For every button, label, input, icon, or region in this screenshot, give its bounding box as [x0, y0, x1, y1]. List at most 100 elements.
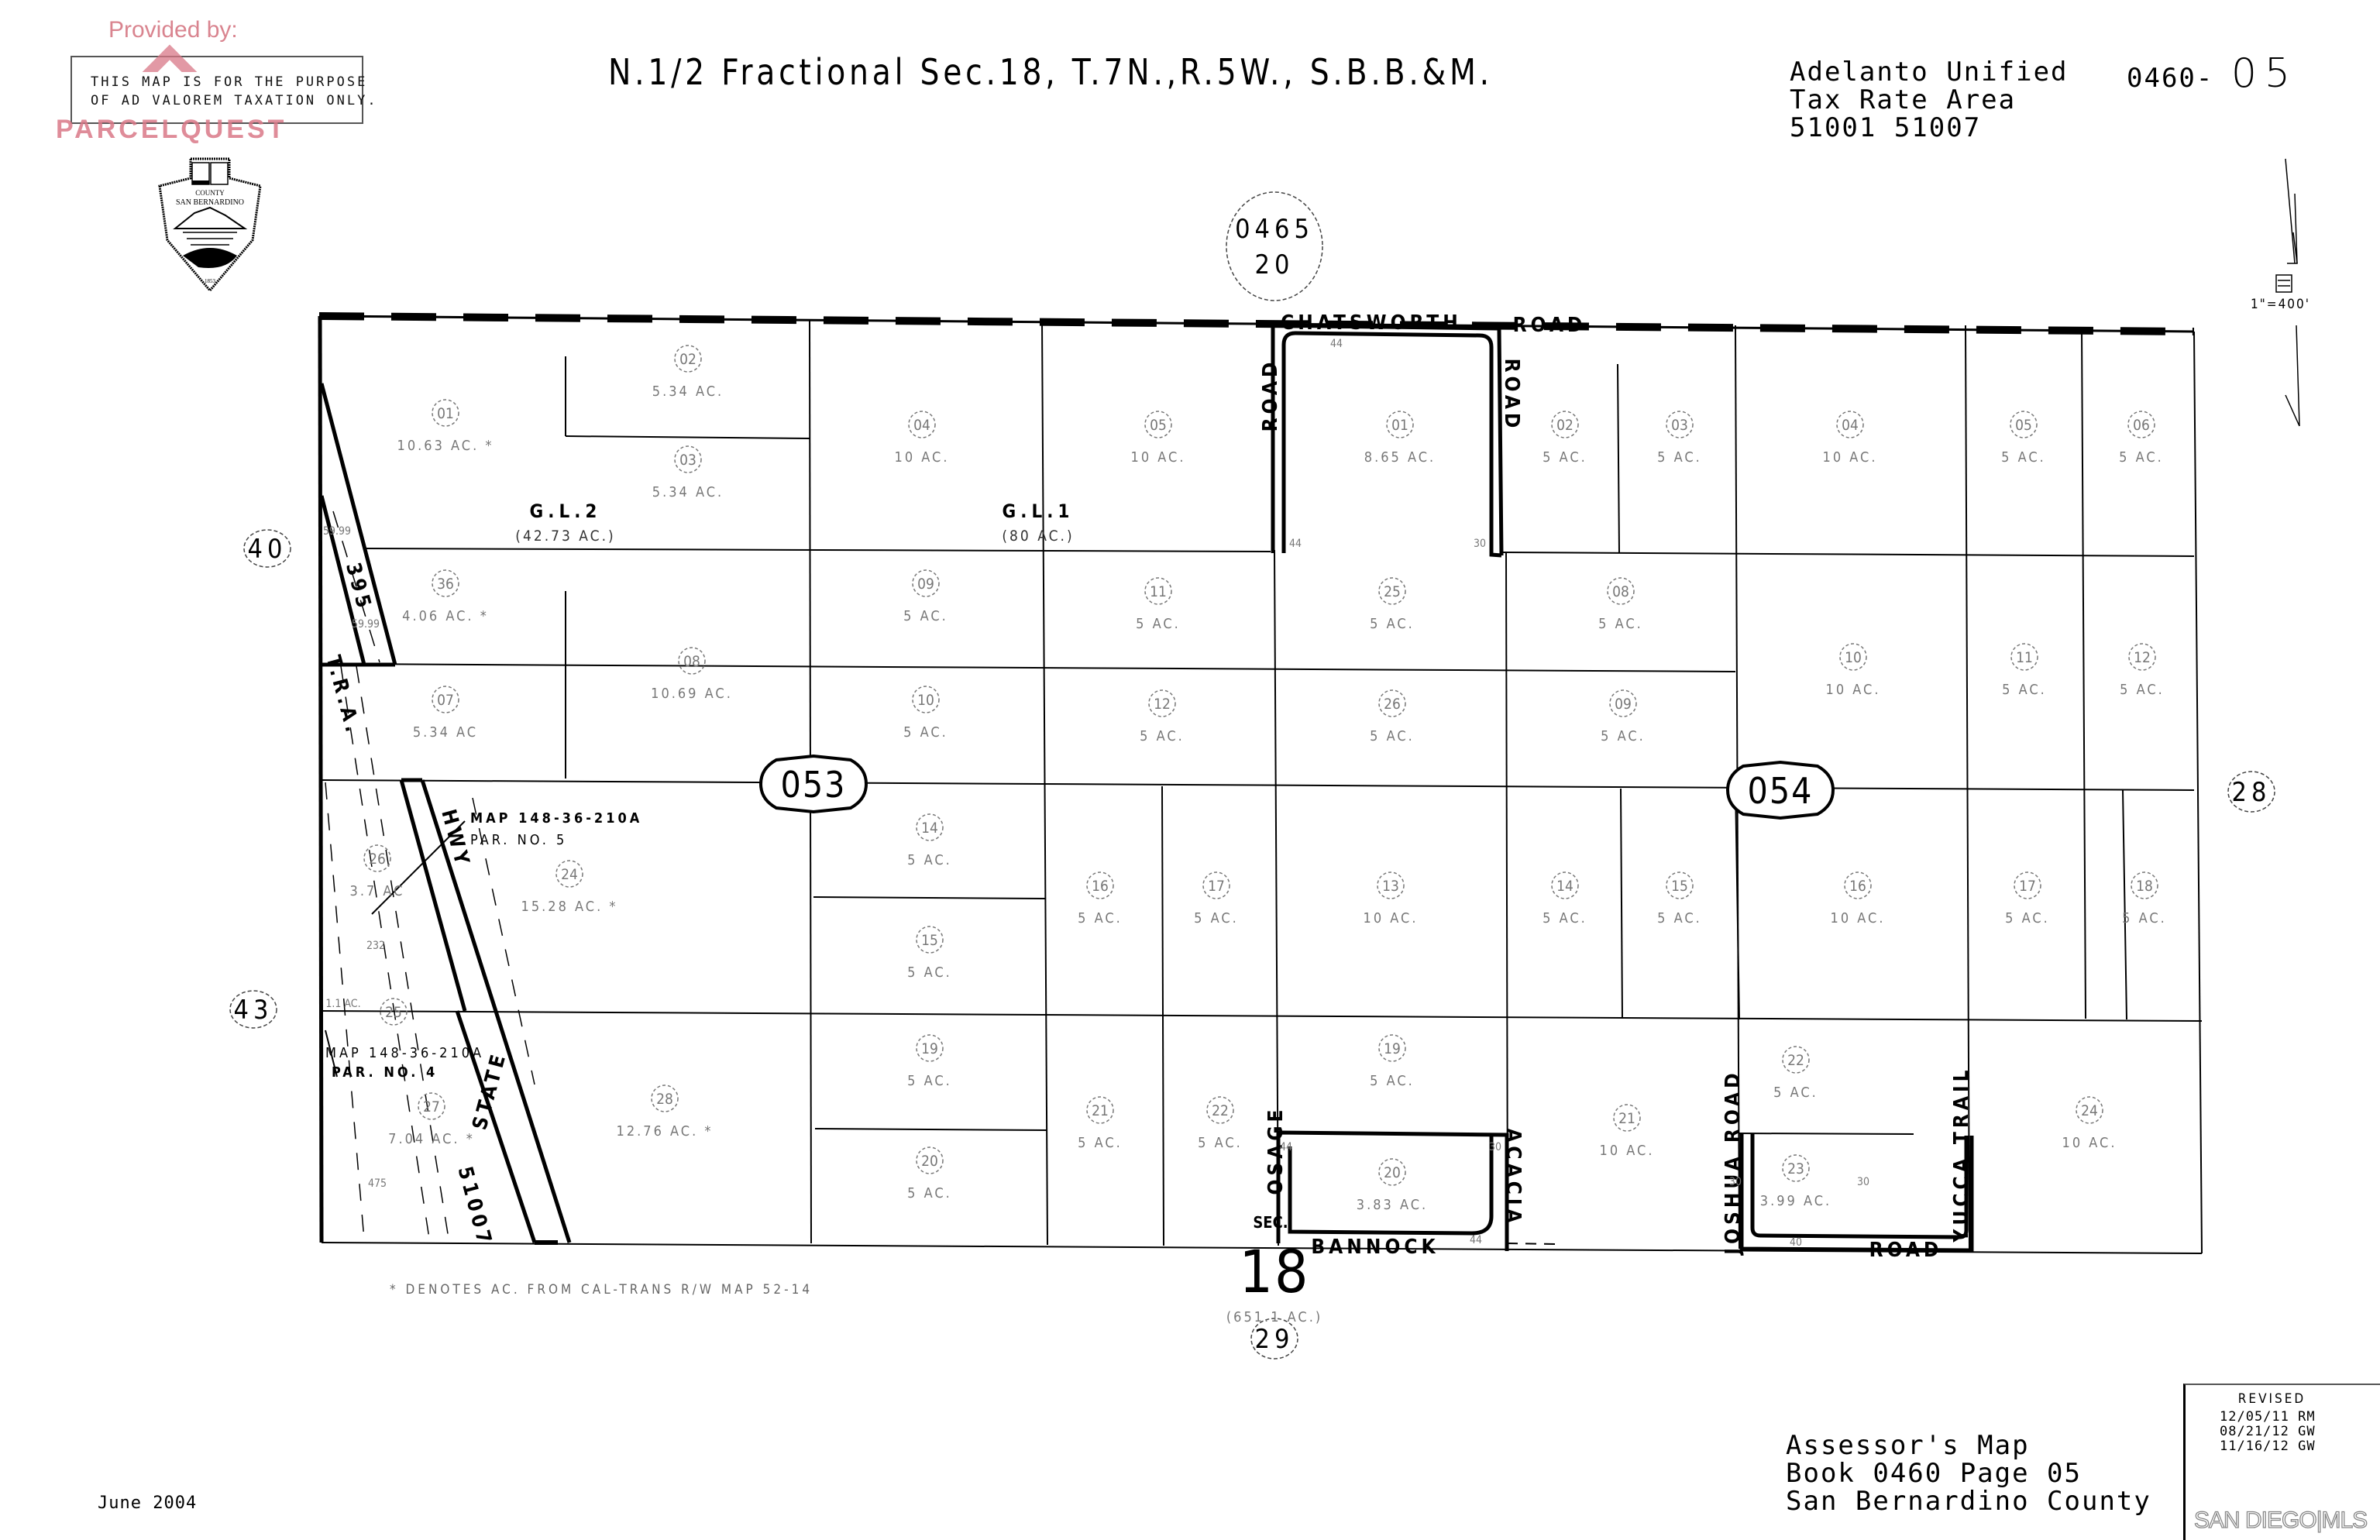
dimension-value: 44: [1289, 538, 1302, 550]
parcel[interactable]: 115 AC.: [1136, 577, 1181, 632]
parcel[interactable]: 025.34 AC.: [652, 345, 724, 400]
parcel[interactable]: 075.34 AC: [413, 686, 478, 741]
svg-text:COUNTY: COUNTY: [195, 189, 225, 197]
parcel[interactable]: 175 AC.: [2005, 871, 2050, 926]
parcel[interactable]: 105 AC.: [903, 686, 948, 741]
parcel-acreage: 10.63 AC. *: [397, 438, 494, 454]
parcel[interactable]: 263.7 AC: [350, 844, 405, 899]
parcel-number-circle-icon: [1782, 1154, 1810, 1182]
road-name: ROAD: [1500, 359, 1523, 432]
parcel[interactable]: 145 AC.: [1543, 871, 1587, 926]
parcel-acreage: 5 AC.: [2001, 449, 2046, 466]
parcel-number-circle-icon: [1551, 871, 1579, 899]
dimension-value: 40: [1790, 1236, 1802, 1249]
parcel-acreage: 5 AC.: [2120, 682, 2165, 698]
parcel[interactable]: 25: [380, 998, 408, 1026]
parcel-number-circle-icon: [1086, 871, 1114, 899]
parcel[interactable]: 125 AC.: [2120, 643, 2165, 698]
parcel[interactable]: 155 AC.: [907, 926, 952, 981]
parcel-acreage: 5 AC.: [1773, 1085, 1818, 1101]
road-name: 51007: [452, 1164, 497, 1250]
parcel-number: 02: [1556, 417, 1573, 434]
parcel[interactable]: 035.34 AC.: [652, 445, 724, 500]
parcel-number-circle-icon: [2010, 411, 2038, 438]
parcel-number-circle-icon: [555, 860, 583, 888]
svg-text:SAN BERNARDINO: SAN BERNARDINO: [176, 198, 244, 207]
dimension-value: 232: [366, 940, 385, 952]
parcel[interactable]: 215 AC.: [1078, 1096, 1123, 1151]
map-date: June 2004: [98, 1494, 198, 1513]
parcel-number: 19: [921, 1040, 938, 1057]
map-reference-note: PAR. NO. 5: [470, 832, 567, 848]
parcel[interactable]: 233.99 AC.: [1760, 1154, 1831, 1209]
government-lot-labels: G.L.2(42.73 AC.)G.L.1(80 AC.): [515, 500, 1071, 545]
parcel[interactable]: 277.04 AC. *: [388, 1092, 475, 1147]
parcel[interactable]: 225 AC.: [1198, 1096, 1243, 1151]
adjacent-ref-label: 43: [234, 995, 273, 1026]
parcel[interactable]: 025 AC.: [1543, 411, 1587, 466]
parcel[interactable]: 125 AC.: [1140, 689, 1185, 744]
parcel-acreage: 10.69 AC.: [651, 686, 733, 702]
parcel-number-circle-icon: [1839, 643, 1867, 671]
parcel-number-circle-icon: [2127, 411, 2155, 438]
parcel-number-circle-icon: [674, 345, 702, 373]
adjacent-ref-label: 0465: [1235, 214, 1314, 245]
parcel[interactable]: 145 AC.: [907, 813, 952, 868]
parcel-number-circle-icon: [912, 569, 940, 597]
parcel[interactable]: 155 AC.: [1657, 871, 1702, 926]
parcel[interactable]: 205 AC.: [907, 1146, 952, 1201]
parcel-number-circle-icon: [2128, 643, 2156, 671]
section-label: SEC.18(651.1 AC.): [1226, 1213, 1322, 1325]
parcel-number-circle-icon: [916, 1034, 944, 1062]
adjacent-ref: 43: [229, 990, 277, 1029]
dimension-value: 44: [1330, 338, 1343, 350]
parcel[interactable]: 065 AC.: [2119, 411, 2164, 466]
parcel[interactable]: 085 AC.: [1598, 577, 1643, 632]
road-name: ROAD: [1869, 1239, 1943, 1262]
parcel[interactable]: 018.65 AC.: [1364, 411, 1436, 466]
parcel-number-circle-icon: [912, 686, 940, 713]
section-area: (651.1 AC.): [1226, 1309, 1322, 1325]
parcel[interactable]: 203.83 AC.: [1357, 1158, 1428, 1213]
tax-rate-area: Adelanto Unified Tax Rate Area 51001 510…: [1790, 57, 2069, 143]
parcel-number-circle-icon: [1844, 871, 1872, 899]
parcel-number-circle-icon: [1782, 1046, 1810, 1074]
parcel-lines: [321, 318, 2203, 1252]
parcel-acreage: 10 AC.: [2062, 1135, 2117, 1151]
parcel-acreage: 10 AC.: [1826, 682, 1881, 698]
dimension-value: 1.1 AC.: [325, 998, 360, 1010]
map-reference-note: MAP 148-36-210A: [325, 1045, 484, 1061]
parcel[interactable]: 175 AC.: [1194, 871, 1239, 926]
parcel-number-circle-icon: [2131, 871, 2158, 899]
parcel[interactable]: 115 AC.: [2002, 643, 2047, 698]
parcel-number: 19: [1384, 1040, 1401, 1057]
parcel[interactable]: 095 AC.: [1601, 689, 1646, 744]
parcel[interactable]: 255 AC.: [1370, 577, 1415, 632]
dimension-value: 30: [1474, 538, 1486, 550]
parcel[interactable]: 225 AC.: [1773, 1046, 1818, 1101]
parcel[interactable]: 265 AC.: [1370, 689, 1415, 744]
parcel[interactable]: 195 AC.: [907, 1034, 952, 1089]
parcel-number-circle-icon: [432, 569, 459, 597]
parcel[interactable]: 364.06 AC. *: [402, 569, 489, 624]
parcel[interactable]: 195 AC.: [1370, 1034, 1415, 1089]
parcel-number-circle-icon: [1378, 689, 1406, 717]
parcel-number: 25: [385, 1004, 402, 1021]
parcel[interactable]: 095 AC.: [903, 569, 948, 624]
parcel[interactable]: 055 AC.: [2001, 411, 2046, 466]
parcel[interactable]: 035 AC.: [1657, 411, 1702, 466]
parcel[interactable]: 165 AC.: [1078, 871, 1123, 926]
parcel[interactable]: 185 AC.: [2122, 871, 2167, 926]
